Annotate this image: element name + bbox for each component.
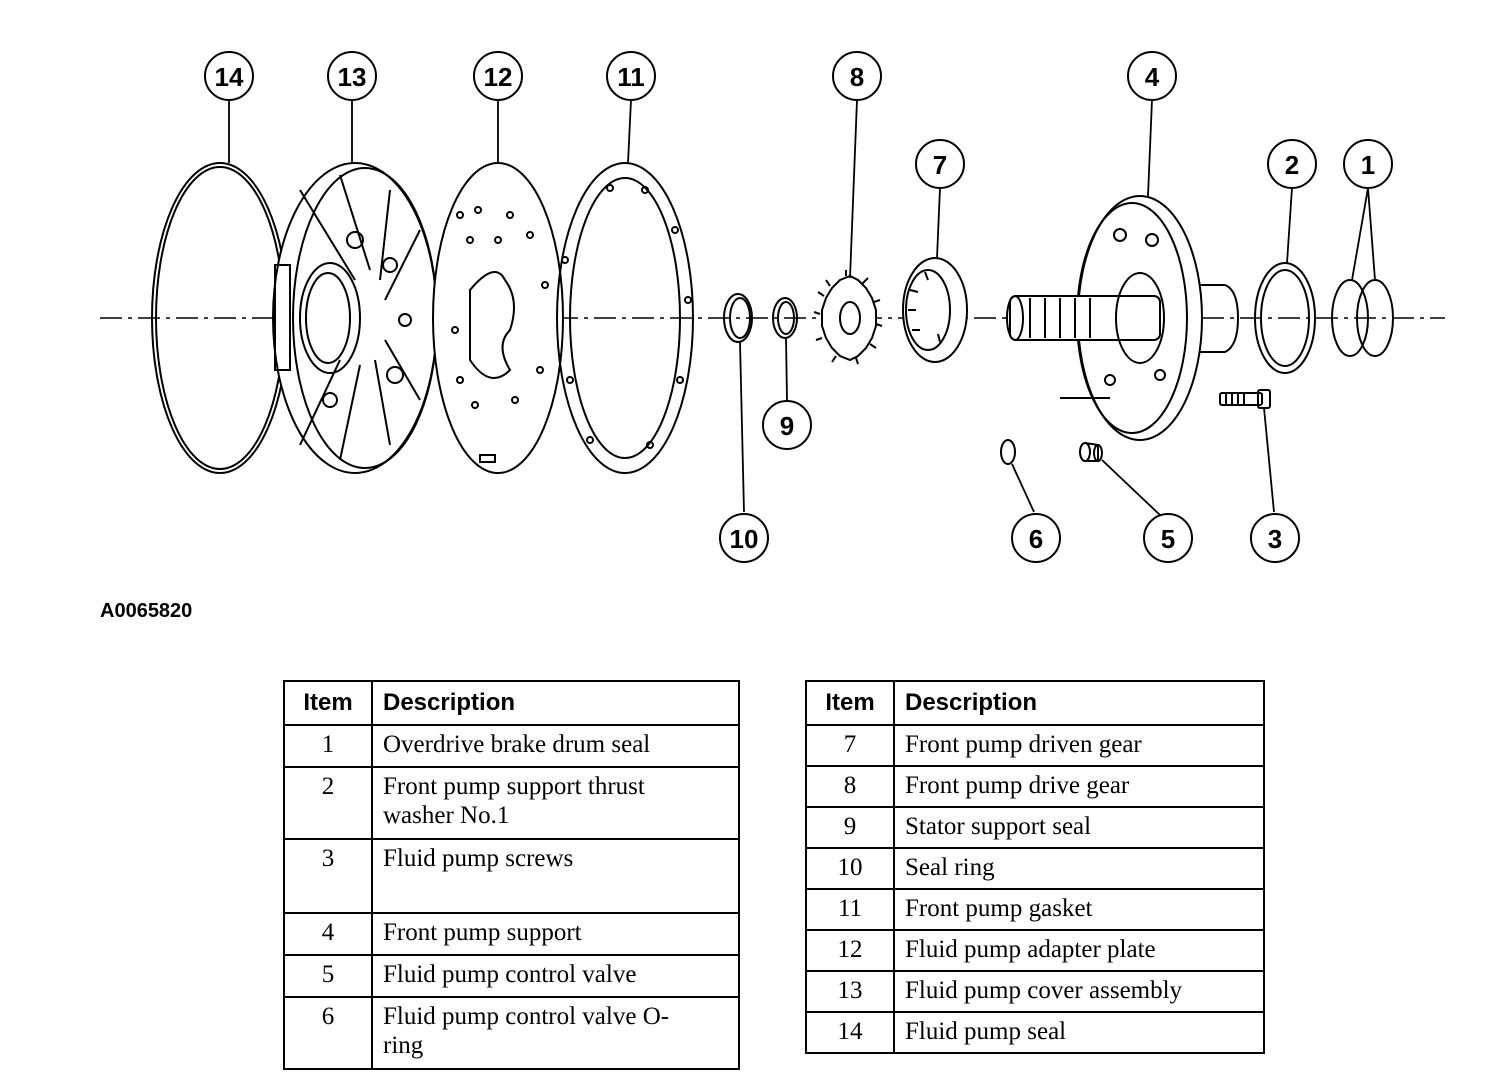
item-number: 6 — [283, 996, 373, 1070]
part-o-ring — [1000, 439, 1016, 465]
part-control-valve — [1079, 442, 1103, 462]
table-row: 14 Fluid pump seal — [805, 1011, 1265, 1054]
table-row: 1 Overdrive brake drum seal — [283, 724, 740, 768]
item-number: 7 — [805, 724, 895, 767]
table-row: 5 Fluid pump control valve — [283, 954, 740, 998]
callout-circles — [204, 51, 1393, 563]
item-description: Fluid pump control valve O-ring — [371, 996, 740, 1070]
table-row: 4 Front pump support — [283, 912, 740, 956]
parts-table-right: Item Description 7 Front pump driven gea… — [805, 680, 1265, 1054]
callout-9: 9 — [780, 411, 794, 441]
item-number: 2 — [283, 766, 373, 840]
callout-12: 12 — [484, 62, 513, 92]
part-adapter-plate — [432, 162, 564, 474]
item-number: 1 — [283, 724, 373, 768]
part-fluid-pump-screw — [1219, 389, 1271, 409]
callout-7: 7 — [933, 150, 947, 180]
part-thrust-washer — [1254, 262, 1316, 374]
item-description: Fluid pump adapter plate — [893, 929, 1265, 972]
callout-1: 1 — [1361, 150, 1375, 180]
item-description: Fluid pump cover assembly — [893, 970, 1265, 1013]
item-number: 14 — [805, 1011, 895, 1054]
part-stator-support-seal — [772, 297, 798, 339]
callout-2: 2 — [1285, 150, 1299, 180]
callout-3: 3 — [1268, 524, 1282, 554]
header-description: Description — [893, 680, 1265, 726]
table-row: 13 Fluid pump cover assembly — [805, 970, 1265, 1013]
callout-14: 14 — [215, 62, 244, 92]
table-row: 10 Seal ring — [805, 847, 1265, 890]
table-row: 7 Front pump driven gear — [805, 724, 1265, 767]
header-item: Item — [805, 680, 895, 726]
callout-10: 10 — [730, 524, 759, 554]
item-description: Front pump drive gear — [893, 765, 1265, 808]
callout-11: 11 — [617, 62, 645, 92]
part-seal-ring — [723, 293, 753, 343]
callout-8: 8 — [850, 62, 864, 92]
header-description: Description — [371, 680, 740, 726]
callout-4: 4 — [1145, 62, 1160, 92]
parts-table-left: Item Description 1 Overdrive brake drum … — [283, 680, 740, 1070]
exploded-view-diagram: 14 13 12 11 8 7 4 2 1 9 10 6 5 3 — [100, 51, 1445, 563]
item-number: 12 — [805, 929, 895, 972]
callout-5: 5 — [1161, 524, 1175, 554]
item-number: 9 — [805, 806, 895, 849]
item-number: 5 — [283, 954, 373, 998]
item-description: Fluid pump screws — [371, 838, 740, 914]
callout-13: 13 — [338, 62, 367, 92]
item-description: Front pump driven gear — [893, 724, 1265, 767]
callout-6: 6 — [1029, 524, 1043, 554]
item-number: 4 — [283, 912, 373, 956]
item-number: 10 — [805, 847, 895, 890]
table-header-row: Item Description — [805, 680, 1265, 726]
table-row: 3 Fluid pump screws — [283, 838, 740, 914]
table-row: 2 Front pump support thrust washer No.1 — [283, 766, 740, 840]
part-front-pump-gasket — [556, 162, 694, 474]
item-description: Fluid pump control valve — [371, 954, 740, 998]
figure-id: A0065820 — [100, 600, 193, 622]
part-drive-gear — [813, 270, 883, 365]
header-item: Item — [283, 680, 373, 726]
item-number: 13 — [805, 970, 895, 1013]
item-description: Overdrive brake drum seal — [371, 724, 740, 768]
item-number: 8 — [805, 765, 895, 808]
table-header-row: Item Description — [283, 680, 740, 726]
table-row: 11 Front pump gasket — [805, 888, 1265, 931]
item-number: 11 — [805, 888, 895, 931]
item-description: Front pump gasket — [893, 888, 1265, 931]
item-description: Fluid pump seal — [893, 1011, 1265, 1054]
table-row: 12 Fluid pump adapter plate — [805, 929, 1265, 972]
leader-lines — [228, 99, 1376, 516]
part-front-pump-support — [1006, 195, 1240, 441]
part-fluid-pump-cover — [272, 162, 438, 474]
item-description: Front pump support thrust washer No.1 — [371, 766, 740, 840]
item-number: 3 — [283, 838, 373, 914]
table-row: 9 Stator support seal — [805, 806, 1265, 849]
item-description: Stator support seal — [893, 806, 1265, 849]
item-description: Seal ring — [893, 847, 1265, 890]
table-row: 8 Front pump drive gear — [805, 765, 1265, 808]
table-row: 6 Fluid pump control valve O-ring — [283, 996, 740, 1070]
item-description: Front pump support — [371, 912, 740, 956]
part-driven-gear — [902, 257, 968, 363]
